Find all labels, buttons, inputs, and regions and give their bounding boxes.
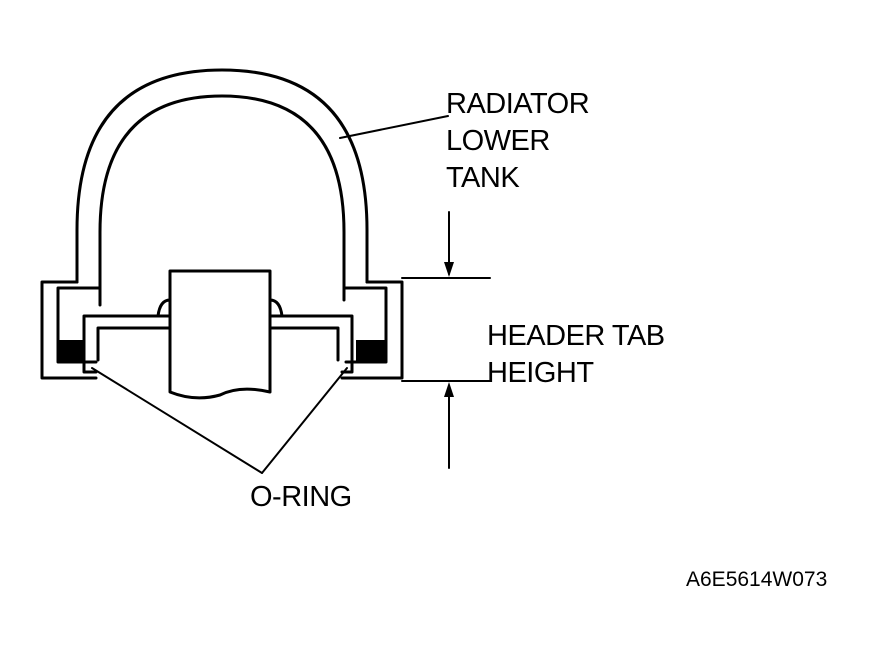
radiator-lower-tank-label: RADIATOR LOWER TANK — [446, 86, 590, 197]
header-plate-left-inner — [96, 326, 172, 362]
tank-dome-outer — [75, 68, 369, 284]
tank-dome-inner — [98, 94, 346, 307]
o-ring-left — [58, 340, 84, 362]
header-plate-right — [268, 314, 354, 374]
radiator-lower-tank-label-line-1: RADIATOR — [446, 88, 590, 120]
radiator-lower-tank-label-line-3: TANK — [446, 162, 520, 194]
left-header-tab — [40, 280, 98, 380]
header-plate-right-inner — [268, 326, 340, 362]
figure-code: A6E5614W073 — [686, 568, 828, 591]
leader-line-o-ring-left — [91, 367, 263, 474]
o-ring-label: O-RING — [250, 481, 352, 513]
dimension-arrowhead-bottom — [444, 382, 454, 397]
right-header-tab — [340, 280, 404, 380]
header-tab-height-label-line-2: HEIGHT — [487, 357, 594, 389]
dimension-arrowhead-top — [444, 262, 454, 277]
leader-line-tank — [339, 115, 449, 139]
header-tab-height-label: HEADER TAB HEIGHT — [487, 318, 665, 392]
center-tube — [168, 269, 272, 400]
tube-collar-right — [268, 298, 284, 318]
o-ring-right — [356, 340, 386, 362]
header-tab-height-label-line-1: HEADER TAB — [487, 320, 665, 352]
leader-line-o-ring-right — [261, 367, 348, 474]
tube-collar-left — [156, 298, 172, 318]
radiator-lower-tank-label-line-2: LOWER — [446, 125, 550, 157]
